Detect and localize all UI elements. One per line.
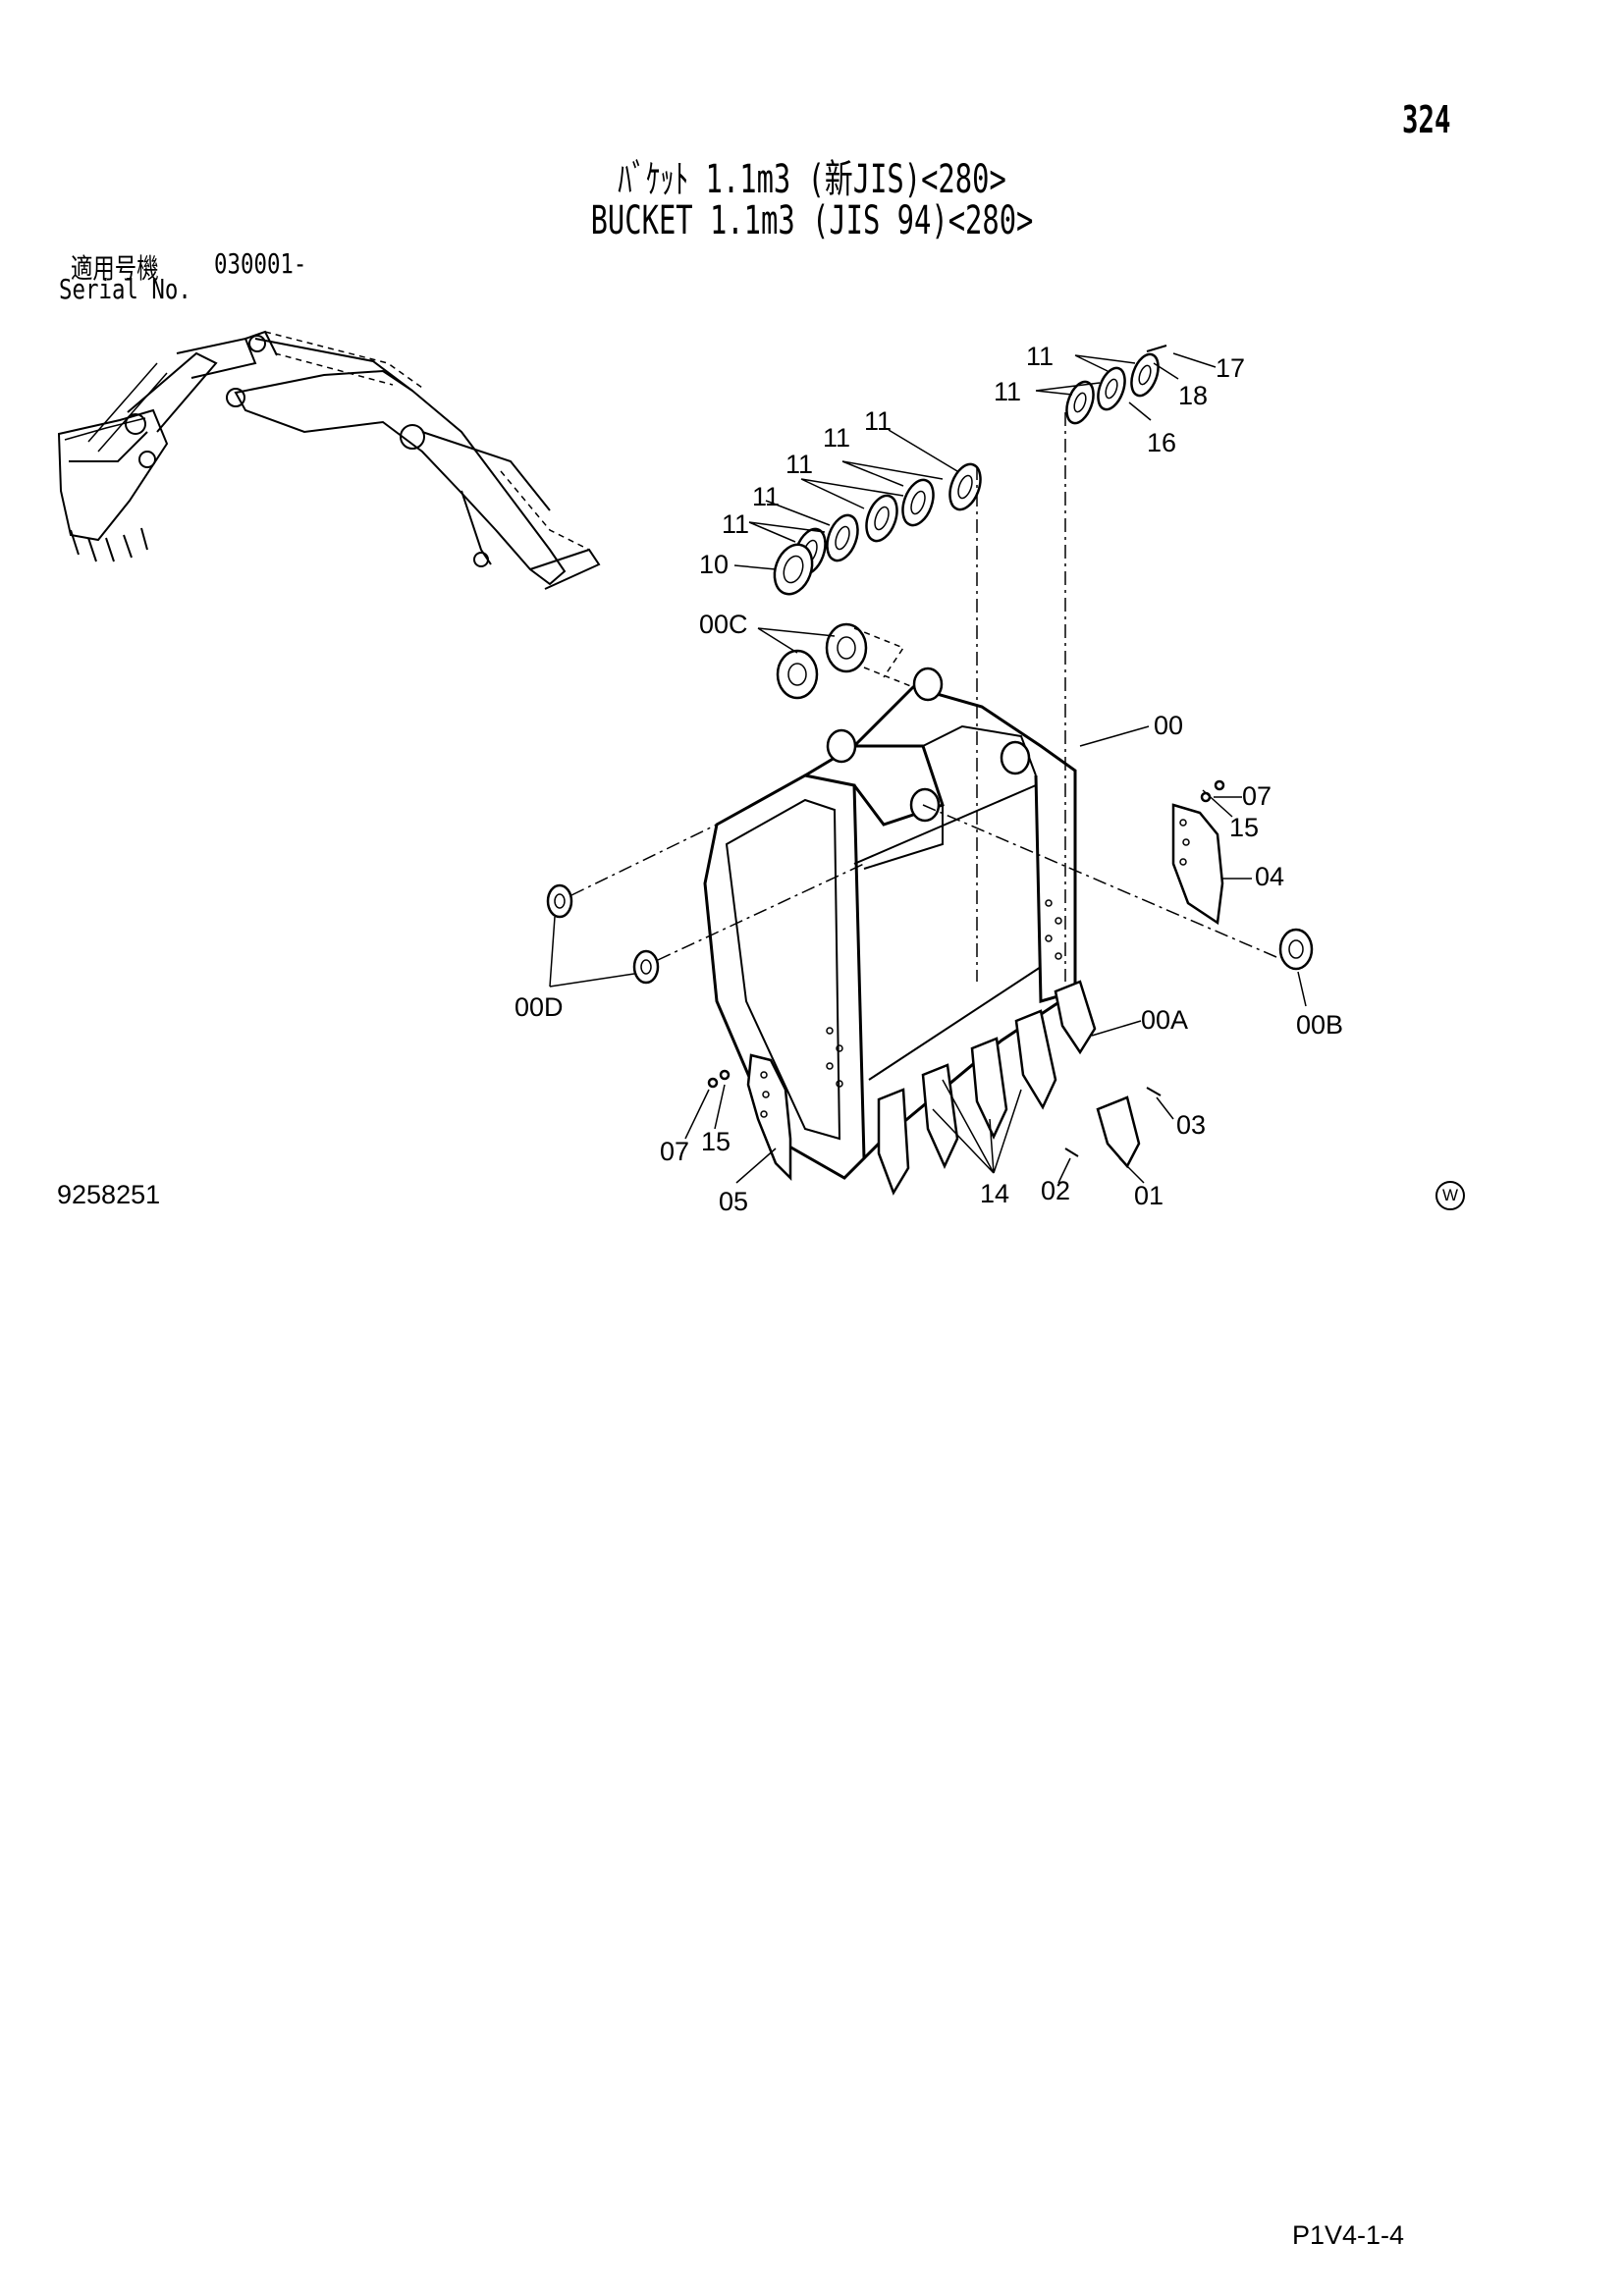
title-english: BUCKET 1.1m3 (JIS 94)<280>: [590, 198, 1034, 243]
pin-seal-stack-left: [773, 462, 982, 982]
callout-00C: 00C: [699, 610, 748, 639]
serial-label-english: Serial No.: [59, 273, 191, 305]
callout-15-right: 15: [1229, 813, 1259, 842]
callout-07-left: 07: [660, 1137, 689, 1166]
serial-label-japanese: 適用号機: [71, 252, 159, 285]
callout-11-g: 11: [722, 509, 749, 539]
callout-14: 14: [980, 1179, 1009, 1208]
drawing-number: 9258251: [57, 1180, 161, 1209]
excavator-inset-drawing: [57, 330, 601, 590]
pin-seal-stack-right: [1064, 345, 1167, 982]
callout-17: 17: [1216, 353, 1245, 383]
callout-07-right: 07: [1242, 781, 1272, 811]
callout-11-a: 11: [1026, 342, 1054, 371]
callout-02: 02: [1041, 1176, 1070, 1205]
serial-value: 030001-: [214, 247, 307, 280]
bushing-00B-drawing: [922, 804, 1314, 971]
title-japanese: ﾊﾞｹｯﾄ 1.1m3 (新JIS)<280>: [618, 157, 1006, 202]
callout-11-d: 11: [823, 423, 850, 453]
bushing-00D-drawing: [546, 824, 865, 985]
spare-tooth-drawing: [1064, 1087, 1162, 1169]
callout-15-left: 15: [701, 1127, 731, 1156]
callout-05: 05: [719, 1187, 748, 1216]
side-cutter-right-drawing: [1171, 779, 1225, 926]
callout-00B: 00B: [1296, 1010, 1343, 1040]
bucket-teeth-drawing: [877, 980, 1097, 1196]
leader-lines: [549, 352, 1307, 1184]
page-number: 324: [1402, 98, 1451, 141]
callout-00: 00: [1154, 711, 1183, 740]
callout-00D: 00D: [514, 992, 564, 1022]
callout-11-c: 11: [864, 406, 892, 436]
callout-16: 16: [1147, 428, 1176, 457]
callout-labels: 11 11 17 18 16 11 11 11 11 11 10 00C 00 …: [514, 342, 1343, 1216]
callout-11-b: 11: [994, 377, 1021, 406]
callout-11-f: 11: [752, 482, 780, 511]
callout-18: 18: [1178, 381, 1208, 410]
callout-01: 01: [1134, 1181, 1164, 1210]
watermark-symbol: W: [1435, 1181, 1465, 1210]
page-code: P1V4-1-4: [1292, 2220, 1405, 2250]
callout-10: 10: [699, 550, 729, 579]
callout-03: 03: [1176, 1110, 1206, 1140]
side-cutter-left-drawing: [707, 1053, 792, 1182]
callout-11-e: 11: [785, 450, 813, 479]
callout-00A: 00A: [1141, 1005, 1188, 1035]
callout-04: 04: [1255, 862, 1284, 891]
